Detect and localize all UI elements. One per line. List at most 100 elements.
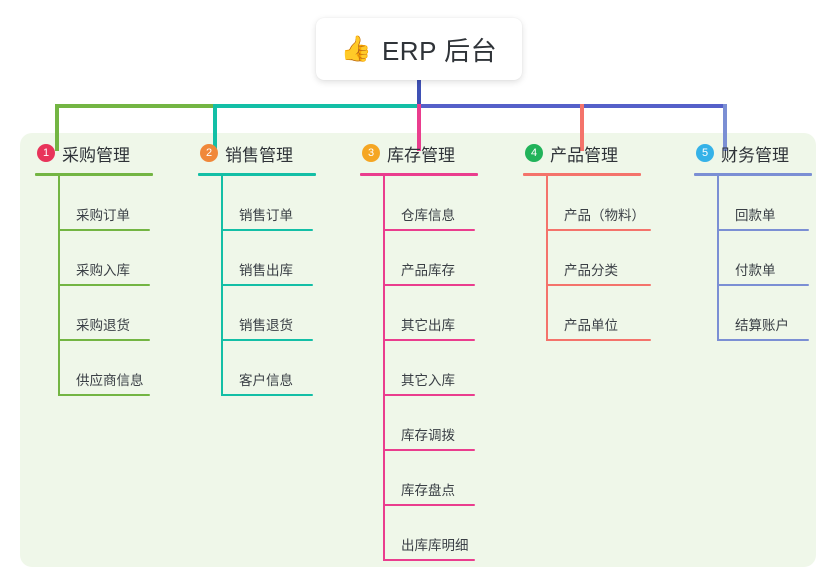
leaf-rule — [546, 229, 651, 231]
leaf-rule — [221, 284, 313, 286]
branch-leaf-list: 销售订单 销售出库 销售退货 客户信息 — [196, 176, 356, 396]
leaf-item[interactable]: 回款单 — [717, 176, 839, 231]
leaf-item[interactable]: 销售订单 — [221, 176, 356, 231]
leaf-label: 产品（物料） — [564, 208, 645, 224]
branch-header-3[interactable]: 3 库存管理 — [358, 133, 528, 173]
leaf-item[interactable]: 销售出库 — [221, 231, 356, 286]
leaf-item[interactable]: 产品单位 — [546, 286, 686, 341]
branch-column-4: 4 产品管理 产品（物料） 产品分类 产品单位 — [521, 133, 686, 341]
leaf-item[interactable]: 库存盘点 — [383, 451, 528, 506]
leaf-item[interactable]: 采购退货 — [58, 286, 193, 341]
branch-number-badge: 1 — [37, 144, 55, 162]
branch-spine — [717, 176, 719, 341]
branch-leaf-list: 产品（物料） 产品分类 产品单位 — [521, 176, 686, 341]
branch-header-rule — [694, 173, 812, 176]
leaf-item[interactable]: 库存调拨 — [383, 396, 528, 451]
leaf-rule — [58, 394, 150, 396]
branch-column-2: 2 销售管理 销售订单 销售出库 销售退货 客户信息 — [196, 133, 356, 396]
connector-bar-left — [55, 104, 215, 108]
leaf-label: 采购退货 — [76, 318, 130, 334]
leaf-rule — [221, 229, 313, 231]
leaf-label: 结算账户 — [735, 318, 789, 334]
branch-column-5: 5 财务管理 回款单 付款单 结算账户 — [692, 133, 839, 341]
connector-drop-2 — [213, 104, 217, 151]
leaf-item[interactable]: 出库库明细 — [383, 506, 528, 561]
leaf-rule — [717, 339, 809, 341]
leaf-label: 仓库信息 — [401, 208, 455, 224]
leaf-rule — [383, 449, 475, 451]
leaf-rule — [546, 339, 651, 341]
branch-header-5[interactable]: 5 财务管理 — [692, 133, 839, 173]
leaf-rule — [221, 339, 313, 341]
leaf-item[interactable]: 产品库存 — [383, 231, 528, 286]
connector-drop-3 — [417, 104, 421, 151]
leaf-rule — [58, 284, 150, 286]
connector-drop-4 — [580, 104, 584, 151]
diagram-background-panel — [20, 133, 816, 567]
branch-number-badge: 4 — [525, 144, 543, 162]
branch-header-1[interactable]: 1 采购管理 — [33, 133, 193, 173]
leaf-item[interactable]: 产品（物料） — [546, 176, 686, 231]
branch-header-rule — [35, 173, 153, 176]
leaf-rule — [383, 394, 475, 396]
thumbs-up-icon: 👍 — [340, 34, 372, 63]
leaf-item[interactable]: 仓库信息 — [383, 176, 528, 231]
leaf-label: 产品单位 — [564, 318, 618, 334]
connector-drop-1 — [55, 104, 59, 151]
branch-leaf-list: 仓库信息 产品库存 其它出库 其它入库 库存调拨 库存盘点 — [358, 176, 528, 561]
root-connector-stem — [417, 72, 421, 107]
leaf-item[interactable]: 客户信息 — [221, 341, 356, 396]
branch-spine — [58, 176, 60, 396]
branch-title: 库存管理 — [387, 145, 455, 165]
leaf-label: 供应商信息 — [76, 373, 144, 389]
leaf-rule — [58, 229, 150, 231]
root-node-title: ERP 后台 — [381, 35, 498, 66]
leaf-item[interactable]: 销售退货 — [221, 286, 356, 341]
leaf-label: 库存盘点 — [401, 483, 455, 499]
leaf-label: 销售订单 — [239, 208, 293, 224]
leaf-rule — [383, 559, 475, 561]
leaf-label: 销售出库 — [239, 263, 293, 279]
leaf-rule — [58, 339, 150, 341]
branch-spine — [221, 176, 223, 396]
branch-header-2[interactable]: 2 销售管理 — [196, 133, 356, 173]
branch-header-4[interactable]: 4 产品管理 — [521, 133, 686, 173]
leaf-rule — [717, 229, 809, 231]
leaf-label: 产品分类 — [564, 263, 618, 279]
branch-header-rule — [198, 173, 316, 176]
leaf-label: 产品库存 — [401, 263, 455, 279]
leaf-item[interactable]: 采购入库 — [58, 231, 193, 286]
leaf-item[interactable]: 其它出库 — [383, 286, 528, 341]
branch-spine — [383, 176, 385, 561]
leaf-item[interactable]: 供应商信息 — [58, 341, 193, 396]
branch-number-badge: 2 — [200, 144, 218, 162]
leaf-item[interactable]: 结算账户 — [717, 286, 839, 341]
leaf-item[interactable]: 付款单 — [717, 231, 839, 286]
leaf-rule — [717, 284, 809, 286]
root-node-card[interactable]: 👍 ERP 后台 — [316, 18, 522, 80]
branch-number-badge: 5 — [696, 144, 714, 162]
branch-number-badge: 3 — [362, 144, 380, 162]
branch-title: 财务管理 — [721, 145, 789, 165]
leaf-label: 客户信息 — [239, 373, 293, 389]
leaf-label: 回款单 — [735, 208, 776, 224]
leaf-item[interactable]: 其它入库 — [383, 341, 528, 396]
leaf-label: 付款单 — [735, 263, 776, 279]
leaf-rule — [546, 284, 651, 286]
leaf-label: 其它出库 — [401, 318, 455, 334]
leaf-item[interactable]: 产品分类 — [546, 231, 686, 286]
branch-spine — [546, 176, 548, 341]
leaf-label: 采购订单 — [76, 208, 130, 224]
branch-header-rule — [360, 173, 478, 176]
branch-column-1: 1 采购管理 采购订单 采购入库 采购退货 供应商信息 — [33, 133, 193, 396]
leaf-label: 库存调拨 — [401, 428, 455, 444]
leaf-rule — [383, 284, 475, 286]
branch-leaf-list: 采购订单 采购入库 采购退货 供应商信息 — [33, 176, 193, 396]
connector-bar-right — [417, 104, 727, 108]
leaf-label: 出库库明细 — [401, 538, 469, 554]
leaf-item[interactable]: 采购订单 — [58, 176, 193, 231]
connector-bar-mid — [213, 104, 419, 108]
leaf-rule — [221, 394, 313, 396]
branch-title: 销售管理 — [225, 145, 293, 165]
leaf-label: 采购入库 — [76, 263, 130, 279]
